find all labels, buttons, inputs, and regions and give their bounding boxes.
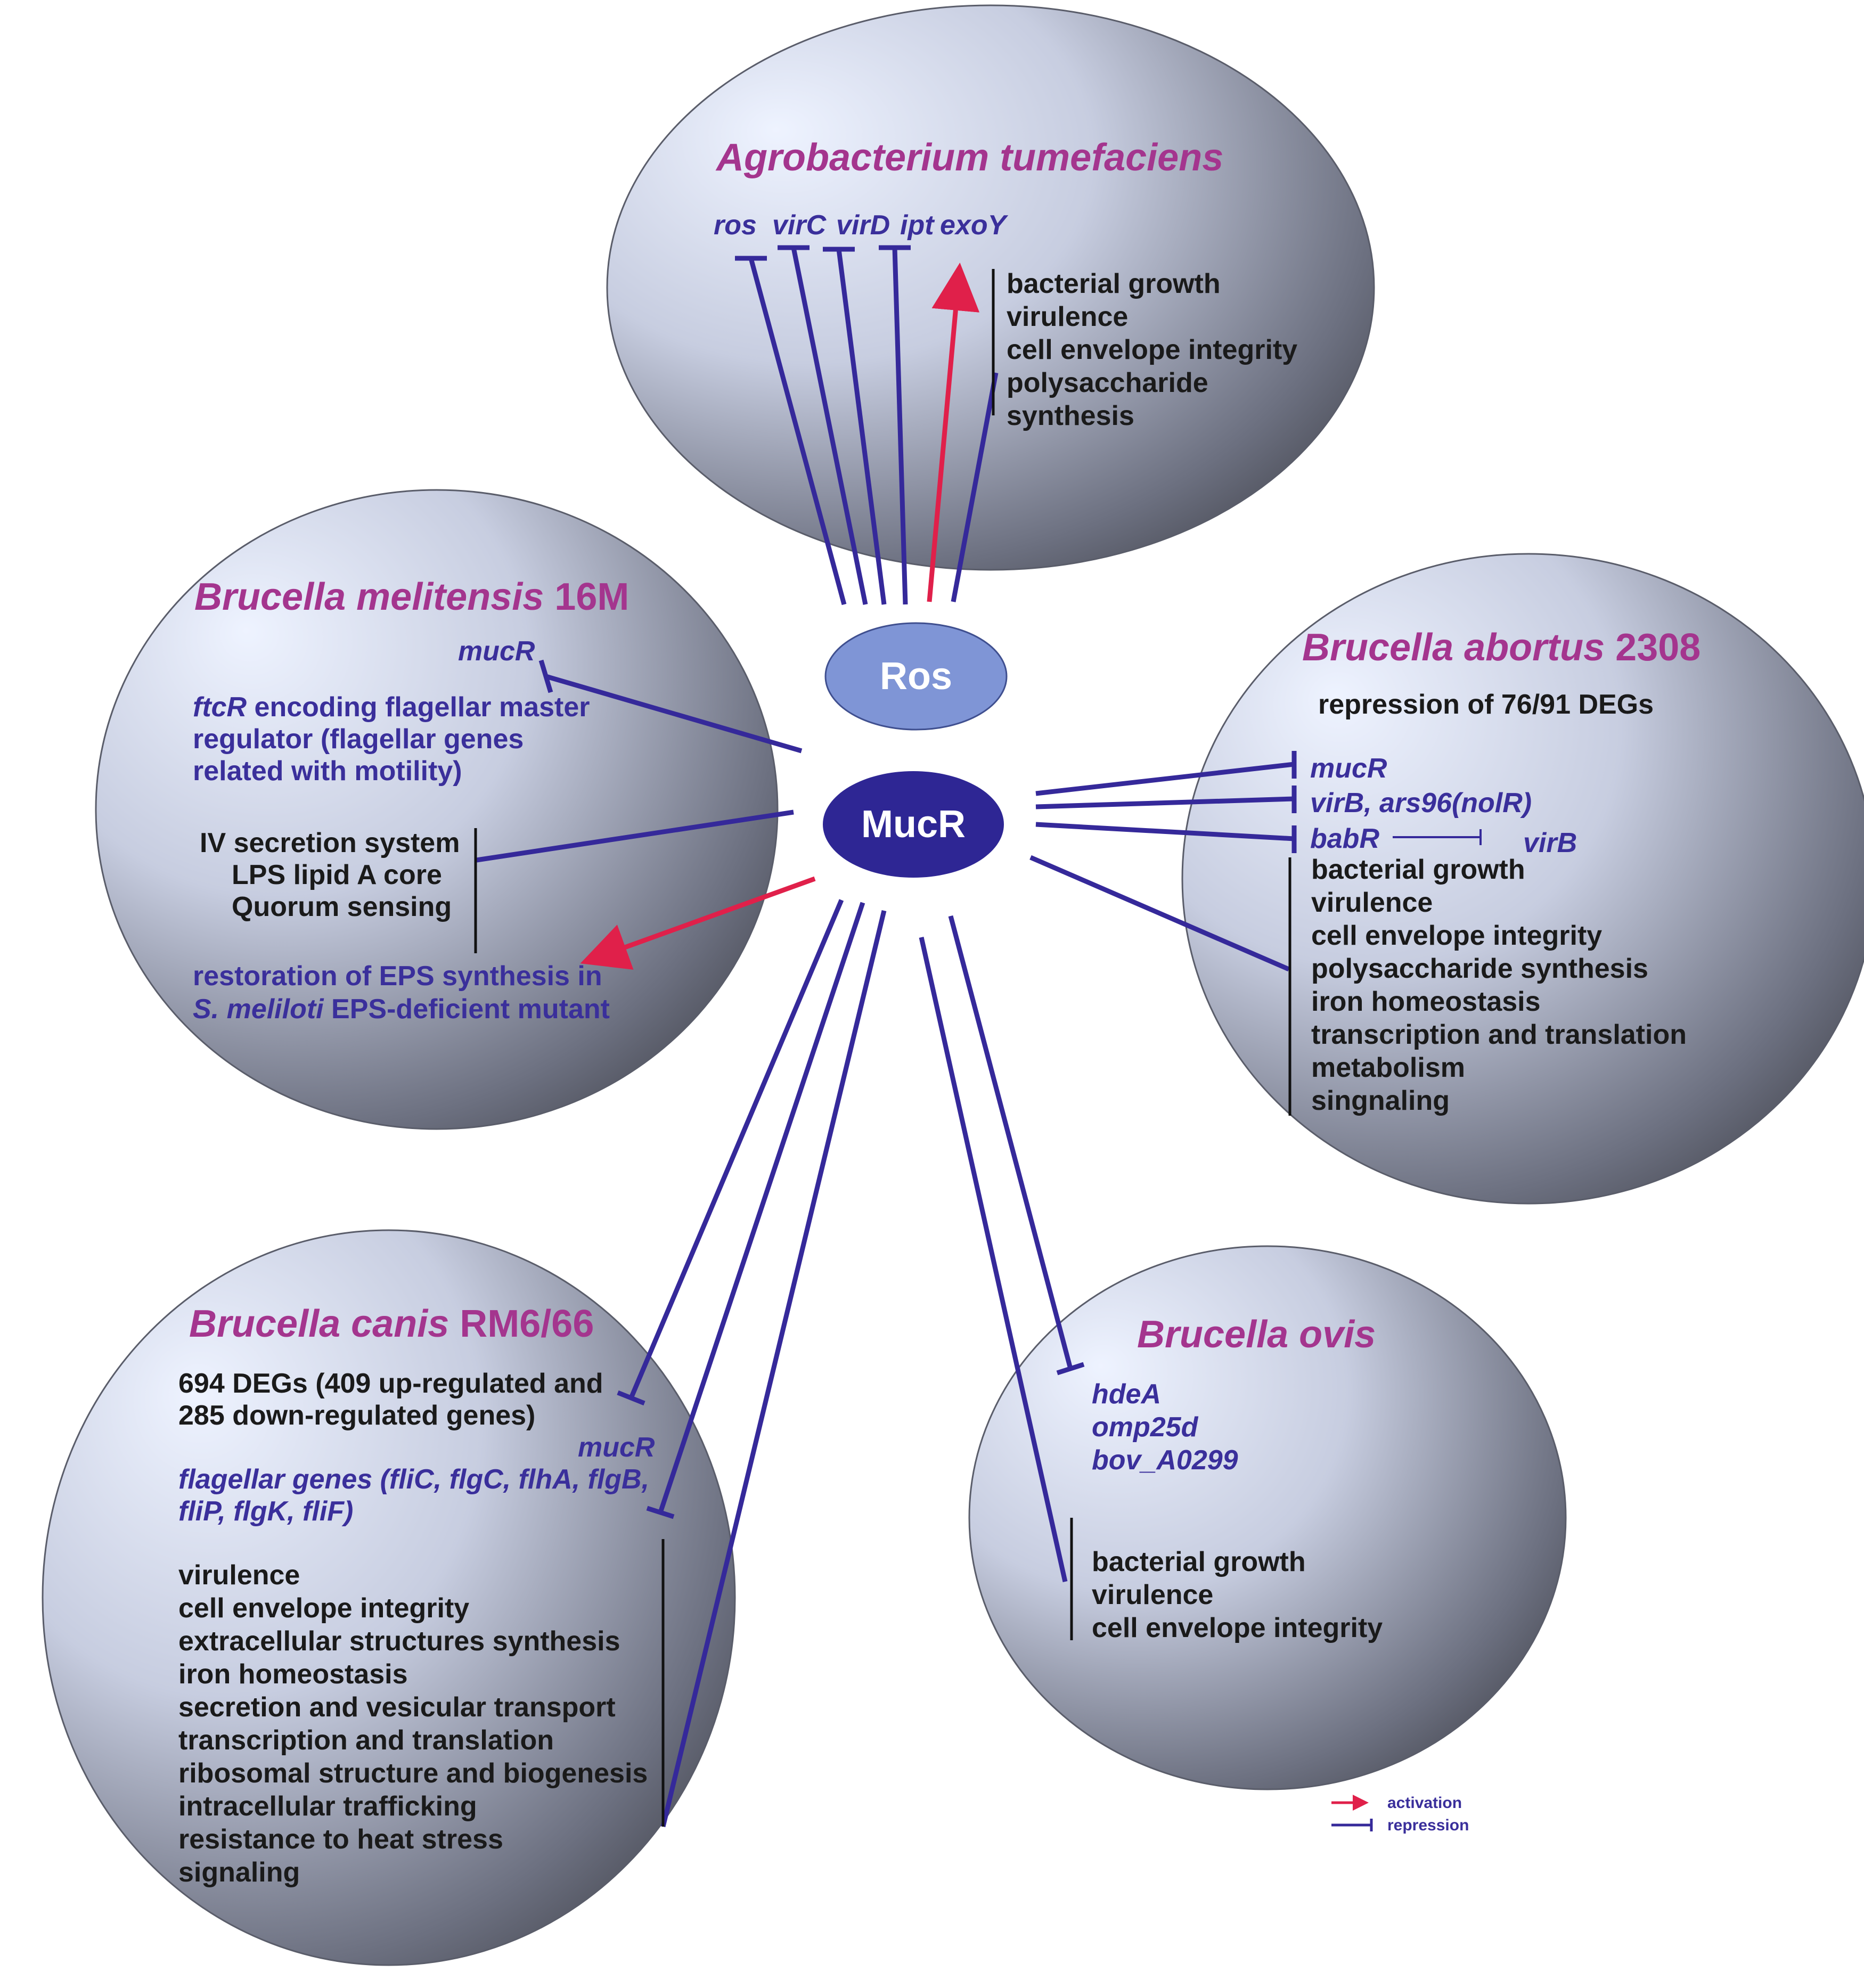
ros-repression-lines [735,245,999,606]
melitensis-mucr-gene: mucR [458,636,535,667]
svg-text:secretion and vesicular transp: secretion and vesicular transport [178,1692,616,1723]
legend-repression-label: repression [1387,1817,1469,1834]
svg-text:cell envelope integrity: cell envelope integrity [1007,334,1297,365]
ovis-sphere [968,1245,1567,1790]
svg-text:IV secretion system: IV secretion system [200,828,460,858]
canis-functions: virulence cell envelope integrity extrac… [178,1560,648,1888]
legend-activation-label: activation [1387,1794,1462,1812]
svg-text:cell envelope integrity: cell envelope integrity [1311,920,1602,951]
svg-text:signaling: signaling [178,1857,300,1888]
svg-text:cell envelope integrity: cell envelope integrity [1092,1613,1383,1643]
svg-text:intracellular trafficking: intracellular trafficking [178,1791,477,1822]
svg-text:transcription and translation: transcription and translation [1311,1019,1687,1050]
ovis-repression-lines [919,915,1085,1582]
melitensis-ftcr: ftcR encoding flagellar master [193,692,590,723]
gene-exoy: exoY [940,210,1009,241]
svg-text:fliP, flgK, fliF): fliP, flgK, fliF) [178,1496,353,1527]
ros-node [824,622,1008,731]
svg-text:ribosomal structure and biogen: ribosomal structure and biogenesis [178,1758,648,1789]
svg-text:bacterial growth: bacterial growth [1311,854,1525,885]
canis-flagellar: flagellar genes (fliC, flgC, flhA, flgB, [178,1464,649,1495]
svg-text:virulence: virulence [1311,887,1433,918]
ovis-functions: bacterial growth virulence cell envelope… [1092,1547,1383,1643]
agrobacterium-functions: bacterial growth virulence cell envelope… [1007,268,1297,431]
abortus-functions: bacterial growth virulence cell envelope… [1311,854,1687,1116]
abortus-gene-babr: babR [1310,823,1379,854]
canis-repression-lines [617,899,887,1828]
svg-text:virulence: virulence [1007,301,1128,332]
mucr-label: MucR [861,803,966,846]
abortus-title: Brucella abortus 2308 [1302,626,1701,669]
melitensis-title: Brucella melitensis 16M [194,576,629,618]
svg-text:singnaling: singnaling [1311,1085,1450,1116]
legend: activation repression [1331,1794,1469,1834]
agrobacterium-genes: ros virC virD ipt exoY [714,210,1009,241]
mucr-node [823,771,1004,878]
svg-text:iron homeostasis: iron homeostasis [1311,986,1541,1017]
gene-virc: virC [772,210,827,241]
svg-text:regulator (flagellar genes: regulator (flagellar genes [193,724,524,755]
melitensis-systems-repression [476,809,794,863]
melitensis-mucr-repression [545,674,803,754]
gene-ros: ros [714,210,757,241]
abortus-repression-lines [1029,751,1297,972]
svg-text:bacterial growth: bacterial growth [1092,1547,1306,1577]
ovis-genes: hdeA omp25d bov_A0299 [1092,1379,1238,1476]
canis-sphere [42,1229,736,1966]
svg-text:synthesis: synthesis [1007,400,1134,431]
canis-degs: 694 DEGs (409 up-regulated and [178,1368,603,1399]
melitensis-eps-activation [580,876,816,970]
gene-vird: virD [836,210,890,241]
svg-text:hdeA: hdeA [1092,1379,1161,1410]
svg-text:bov_A0299: bov_A0299 [1092,1445,1238,1476]
svg-text:transcription and translation: transcription and translation [178,1725,554,1756]
abortus-gene-mucr: mucR [1310,753,1387,784]
svg-text:omp25d: omp25d [1092,1412,1199,1443]
svg-text:bacterial growth: bacterial growth [1007,268,1221,299]
svg-text:cell envelope integrity: cell envelope integrity [178,1593,469,1624]
melitensis-eps: restoration of EPS synthesis in [193,961,602,992]
melitensis-systems: IV secretion system LPS lipid A core Quo… [200,828,460,922]
svg-text:Quorum sensing: Quorum sensing [232,891,452,922]
svg-text:S. meliloti EPS-deficient muta: S. meliloti EPS-deficient mutant [193,994,610,1025]
svg-text:resistance to heat stress: resistance to heat stress [178,1824,503,1855]
ovis-title: Brucella ovis [1137,1313,1376,1356]
svg-text:polysaccharide: polysaccharide [1007,367,1208,398]
abortus-repression-degs: repression of 76/91 DEGs [1318,689,1654,720]
abortus-gene-virb-ars: virB, ars96(nolR) [1310,788,1532,819]
gene-ipt: ipt [900,210,935,241]
svg-text:iron homeostasis: iron homeostasis [178,1659,408,1690]
agrobacterium-title: Agrobacterium tumefaciens [715,136,1223,179]
ros-label: Ros [880,655,952,698]
agrobacterium-sphere [606,4,1375,571]
abortus-sphere [1181,553,1864,1205]
abortus-gene-virb: virB [1523,828,1577,858]
svg-text:metabolism: metabolism [1311,1052,1465,1083]
svg-text:virulence: virulence [1092,1580,1213,1610]
svg-text:285 down-regulated genes): 285 down-regulated genes) [178,1400,535,1431]
svg-text:polysaccharide synthesis: polysaccharide synthesis [1311,953,1648,984]
canis-mucr-gene: mucR [578,1432,655,1463]
svg-text:virulence: virulence [178,1560,300,1591]
svg-text:related with motility): related with motility) [193,756,462,787]
svg-text:extracellular structures synth: extracellular structures synthesis [178,1626,620,1657]
canis-title: Brucella canis RM6/66 [189,1303,594,1345]
svg-text:LPS lipid A core: LPS lipid A core [232,860,442,890]
